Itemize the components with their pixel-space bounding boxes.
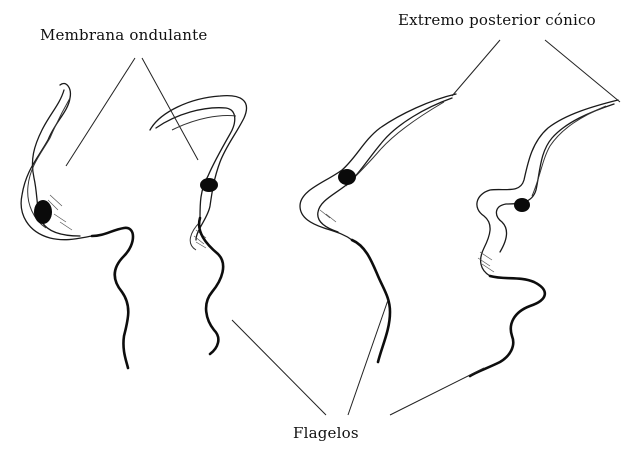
trypanosome-4 bbox=[470, 100, 618, 376]
trypanosome-4-undulating-membrane bbox=[532, 106, 606, 196]
leader-flagelos-3 bbox=[390, 368, 484, 415]
trypanosome-3-body bbox=[300, 94, 456, 240]
leader-membrana-1 bbox=[66, 58, 135, 166]
leader-extremo-2 bbox=[545, 40, 620, 102]
trypanosome-2-flagellum bbox=[199, 218, 223, 354]
trypanosome-1-nucleus bbox=[34, 200, 52, 224]
trypanosome-1-flagellum bbox=[92, 228, 133, 368]
trypanosome-4-nucleus bbox=[514, 198, 530, 212]
trypanosome-3-hatching bbox=[320, 210, 336, 222]
trypanosome-2-body-inner bbox=[156, 108, 235, 218]
leader-lines bbox=[66, 40, 620, 415]
trypanosome-4-flagellum bbox=[470, 276, 545, 376]
trypanosome-2-nucleus bbox=[200, 178, 218, 192]
trypanosome-3-body-inner bbox=[318, 98, 452, 232]
trypanosome-3 bbox=[300, 94, 456, 362]
label-flagelos: Flagelos bbox=[293, 424, 359, 442]
trypanosome-3-flagellum bbox=[352, 240, 390, 362]
trypanosome-4-body bbox=[477, 100, 618, 276]
leader-membrana-2 bbox=[142, 58, 198, 160]
leader-extremo-1 bbox=[452, 40, 500, 96]
label-membrana-ondulante: Membrana ondulante bbox=[40, 26, 207, 44]
trypanosome-1 bbox=[21, 83, 133, 368]
leader-flagelos-2 bbox=[348, 300, 388, 415]
trypanosome-2 bbox=[150, 96, 247, 354]
trypanosome-3-undulating-membrane bbox=[346, 102, 444, 186]
trypanosome-2-body bbox=[150, 96, 247, 240]
label-extremo-posterior-conico: Extremo posterior cónico bbox=[398, 11, 596, 29]
trypanosome-4-body-inner bbox=[496, 104, 614, 252]
leader-flagelos-1 bbox=[232, 320, 326, 415]
trypanosome-3-nucleus bbox=[338, 169, 356, 185]
